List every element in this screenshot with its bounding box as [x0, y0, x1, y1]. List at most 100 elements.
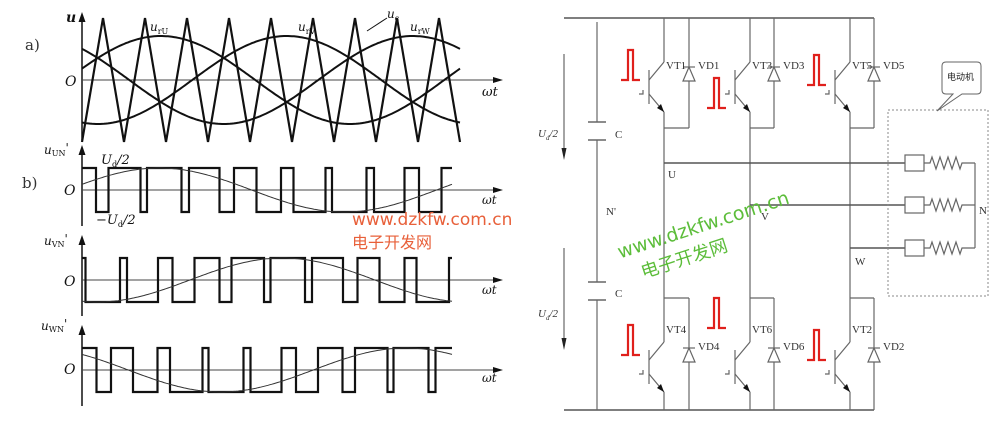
motor-box [887, 109, 989, 297]
gate-pulse-vt3 [707, 76, 726, 110]
motor-windings [904, 154, 975, 257]
x-label-VN: ωt [482, 283, 497, 297]
capacitor-label-top: C [615, 129, 622, 141]
label-vd5: VD5 [883, 60, 905, 72]
phase-label-w: W [855, 256, 866, 268]
gate-pulse-vt4 [621, 323, 640, 357]
phase-label-v: V [761, 211, 769, 223]
motor-label: 电动机 [947, 71, 974, 83]
label-vt3: VT3 [752, 60, 773, 72]
phase-label-u: U [668, 169, 676, 181]
gate-pulse-vt2 [807, 328, 826, 362]
label-vt2: VT2 [852, 324, 872, 336]
pwm-waveform-0 [82, 166, 452, 214]
fundamental-wave-1 [81, 257, 453, 303]
axis-y-arrow-0 [78, 145, 86, 155]
ud-label-top: Ud/2 [538, 128, 559, 142]
panel-a-x-arrow [493, 77, 503, 83]
igbt-vt4-gate [639, 370, 644, 375]
igbt-vt2-c-diag [834, 341, 851, 361]
fundamental-wave-2 [81, 347, 453, 393]
panel-a-y-arrow [78, 12, 86, 22]
winding-coil-2 [924, 240, 975, 256]
label-vd1: VD1 [698, 60, 719, 72]
igbt-vt2-emitter-arrow [843, 384, 850, 392]
reference-wave-u-rV [81, 35, 461, 125]
winding-block-2 [904, 239, 925, 257]
igbt-vt6-gate [725, 370, 730, 375]
label-vd4: VD4 [698, 341, 720, 353]
label-u-WN: uWN' [41, 317, 67, 334]
igbt-vt3-emitter-arrow [743, 104, 750, 112]
winding-coil-0 [924, 155, 975, 171]
origin-VN: O [64, 274, 76, 290]
igbt-vt1-gate [639, 90, 644, 95]
diode-vd6-triangle [767, 346, 781, 363]
igbt-vt5-emitter-arrow [843, 104, 850, 112]
carrier-wave-u-c [80, 17, 462, 143]
panel-a-y-label: u [66, 10, 76, 26]
fundamental-wave-0 [81, 167, 453, 213]
axis-x-arrow-1 [493, 277, 503, 283]
label-vt1: VT1 [666, 60, 686, 72]
watermark-right: www.dzkfw.com.cn 电子开发网 [615, 187, 792, 283]
reference-wave-u-rW [81, 35, 461, 125]
igbt-vt4-c-diag [648, 341, 665, 361]
panel-a-label: a) [25, 36, 40, 54]
igbt-vt5-gate [825, 90, 830, 95]
igbt-vt1-emitter-arrow [657, 104, 664, 112]
igbt-vt4-emitter-arrow [657, 384, 664, 392]
label-u-rV: urV [298, 20, 316, 36]
igbt-vt2-gate [825, 370, 830, 375]
panel-a: a) u O ωt urU urV urW uc [25, 7, 503, 143]
panel-a-x-label: ωt [482, 85, 499, 100]
diode-vd5-triangle [867, 65, 881, 82]
igbt-vt3-gate [725, 90, 730, 95]
label-vt5: VT5 [852, 60, 873, 72]
motor-callout [936, 61, 982, 112]
label-u-VN: uVN' [44, 232, 68, 249]
pwm-waveform-2 [82, 346, 452, 394]
label-vd6: VD6 [783, 341, 805, 353]
pwm-waveform-1 [82, 256, 452, 304]
axis-x-arrow-0 [493, 187, 503, 193]
label-vd2: VD2 [883, 341, 904, 353]
neutral-label: N' [606, 206, 616, 218]
panel-b: b) uUN' Ud/2 −Ud/2 uVN' uWN' O O O ωt ωt… [22, 141, 503, 406]
diode-vd3-triangle [767, 65, 781, 82]
diode-vd1-triangle [682, 65, 696, 82]
watermark-left-name: 电子开发网 [352, 233, 432, 252]
inverter-circuit [561, 17, 989, 411]
x-label-WN: ωt [482, 371, 497, 385]
x-label-UN: ωt [482, 193, 497, 207]
panel-a-origin: O [65, 74, 77, 90]
winding-block-0 [904, 154, 925, 172]
label-u-c-leader [366, 17, 388, 32]
watermark-left-url: www.dzkfw.com.cn [352, 210, 512, 230]
label-ud-bottom: −Ud/2 [96, 213, 136, 229]
gate-pulse-vt6 [707, 296, 726, 330]
origin-UN: O [64, 183, 76, 199]
axis-x-arrow-2 [493, 367, 503, 373]
ud-arrow-bottom-head [561, 338, 567, 350]
label-u-rW: urW [410, 20, 431, 36]
igbt-vt6-emitter-arrow [743, 384, 750, 392]
gate-pulse-vt1 [621, 48, 640, 82]
label-vd3: VD3 [783, 60, 805, 72]
gate-pulse-vt5 [807, 53, 826, 87]
motor-neutral-label: N [979, 205, 987, 217]
origin-WN: O [64, 362, 76, 378]
panel-a-curves [80, 17, 462, 143]
label-vt6: VT6 [752, 324, 773, 336]
label-u-c: uc [387, 7, 400, 23]
igbt-vt3-c-diag [734, 61, 751, 81]
winding-coil-1 [924, 197, 975, 213]
inverter-legs [621, 18, 881, 410]
igbt-vt1-c-diag [648, 61, 665, 81]
diode-vd2-triangle [867, 346, 881, 363]
axis-y-arrow-2 [78, 325, 86, 335]
label-ud-top: Ud/2 [101, 153, 130, 169]
label-u-rU: urU [150, 20, 169, 36]
